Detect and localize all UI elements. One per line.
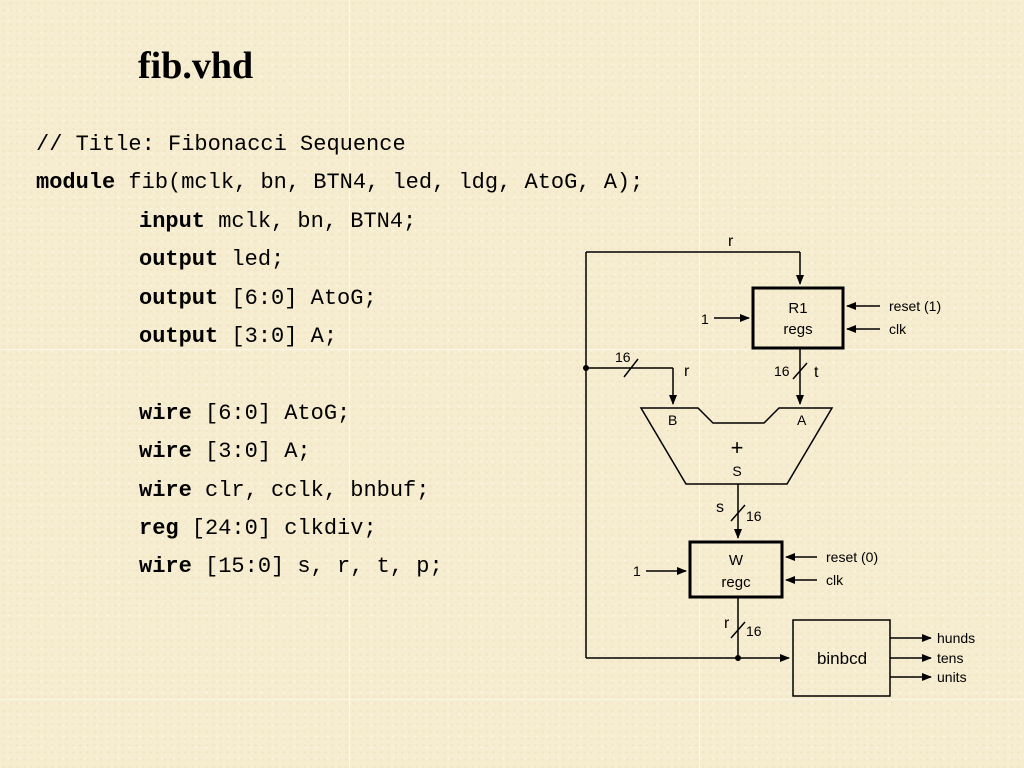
adder-operator: +: [731, 435, 744, 460]
code-text: [3:0] A;: [191, 439, 311, 465]
adder: [639, 407, 834, 485]
label-r-bottom: r: [724, 615, 730, 632]
background-grid-line: [349, 0, 350, 768]
register-w-name: W: [729, 552, 744, 569]
code-text: mclk, bn, BTN4;: [205, 208, 417, 234]
code-keyword: wire: [139, 554, 192, 580]
code-line: input mclk, bn, BTN4;: [36, 203, 643, 241]
adder-output-s: S: [732, 463, 741, 479]
code-keyword: output: [139, 323, 219, 349]
bus-width-r: 16: [746, 623, 762, 639]
register-w: [688, 540, 784, 599]
binbcd-label: binbcd: [817, 649, 867, 668]
w-clk-label: clk: [826, 572, 844, 588]
code-text: [24:0] clkdiv;: [178, 515, 377, 541]
bus-s: [730, 484, 746, 539]
label-s: s: [716, 499, 724, 516]
code-keyword: reg: [139, 515, 179, 541]
register-w-type: regc: [721, 574, 751, 591]
register-r1-name: R1: [788, 300, 807, 317]
code-line: wire [3:0] A;: [36, 433, 643, 471]
bus-width-t: 16: [774, 363, 790, 379]
background-grid-line: [699, 0, 700, 768]
code-line: wire [6:0] AtoG;: [36, 395, 643, 433]
register-r1: [751, 286, 845, 350]
bus-r-output: [585, 368, 790, 662]
bus-junction: [735, 655, 741, 661]
bus-r-to-adder: [586, 358, 677, 405]
code-text: fib(mclk, bn, BTN4, led, ldg, AtoG, A);: [115, 170, 644, 196]
bus-t: [792, 348, 808, 405]
w-load-value: 1: [633, 563, 641, 579]
code-text: led;: [218, 247, 285, 273]
code-text: [6:0] AtoG;: [218, 285, 377, 311]
code-line: // Title: Fibonacci Sequence: [36, 126, 643, 164]
adder-input-a: A: [797, 412, 807, 428]
code-keyword: wire: [139, 439, 192, 465]
code-text: [15:0] s, r, t, p;: [191, 554, 443, 580]
code-keyword: output: [139, 247, 219, 273]
code-listing: // Title: Fibonacci Sequence module fib(…: [36, 126, 643, 587]
background-grid-line: [0, 699, 1024, 700]
code-line: output [3:0] A;: [36, 318, 643, 356]
background-grid-line: [0, 349, 1024, 350]
code-keyword: module: [36, 170, 116, 196]
code-keyword: wire: [139, 477, 192, 503]
r1-reset-label: reset (1): [889, 298, 941, 314]
code-text: clr, cclk, bnbuf;: [191, 477, 430, 503]
label-t: t: [814, 364, 819, 381]
r1-clk-label: clk: [889, 321, 907, 337]
adder-input-b: B: [668, 412, 677, 428]
w-reset-label: reset (0): [826, 549, 878, 565]
output-hunds: hunds: [937, 630, 975, 646]
output-units: units: [937, 669, 967, 685]
feedback-wire: [585, 251, 804, 368]
output-tens: tens: [937, 650, 963, 666]
code-text: [3:0] A;: [218, 323, 338, 349]
code-line: output led;: [36, 241, 643, 279]
code-line: wire clr, cclk, bnbuf;: [36, 472, 643, 510]
code-text: [6:0] AtoG;: [191, 400, 351, 426]
code-line: wire [15:0] s, r, t, p;: [36, 548, 643, 586]
code-line: module fib(mclk, bn, BTN4, led, ldg, Ato…: [36, 164, 643, 202]
code-keyword: output: [139, 285, 219, 311]
code-text: // Title: Fibonacci Sequence: [36, 132, 406, 157]
slide-title: fib.vhd: [138, 45, 254, 87]
register-r1-type: regs: [783, 321, 812, 338]
bus-width-s: 16: [746, 508, 762, 524]
code-keyword: wire: [139, 400, 192, 426]
label-r-left: r: [684, 363, 690, 380]
label-r-top: r: [728, 233, 734, 250]
bus-width-left: 16: [615, 349, 631, 365]
r1-load-value: 1: [701, 311, 709, 327]
code-line: reg [24:0] clkdiv;: [36, 510, 643, 548]
code-keyword: input: [139, 208, 206, 234]
code-line: output [6:0] AtoG;: [36, 280, 643, 318]
